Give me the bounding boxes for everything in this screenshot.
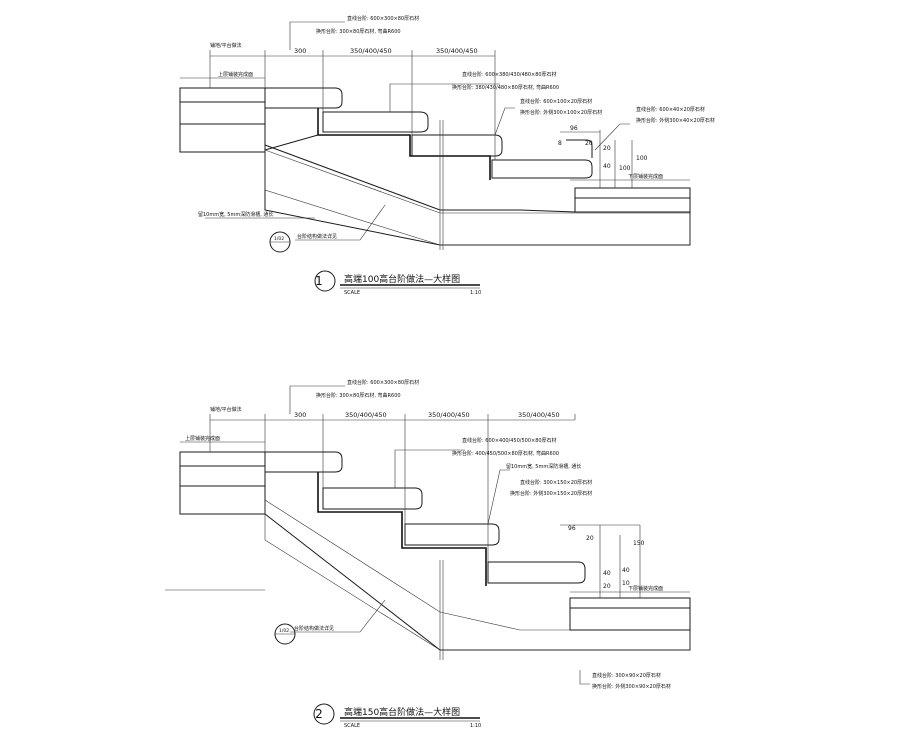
callout: 直线台阶: 600×100×20厚石材 — [520, 98, 592, 105]
upper-paving-layer — [179, 87, 266, 103]
dim-top-3: 350/400/450 — [436, 47, 478, 55]
callout: 换形台阶: 380/430/480×80厚石材, 弯曲R600 — [452, 84, 559, 91]
lower-base-layer — [569, 607, 691, 631]
callout: 直线台阶: 600×380/430/480×80厚石材 — [462, 71, 557, 78]
dim-top-2: 350/400/450 — [345, 411, 387, 419]
callout: 台阶结构做法详见 — [294, 625, 334, 632]
detail-title: 高端150高台阶做法—大样图 — [344, 706, 460, 718]
callout: 直线台阶: 600×300×80厚石材 — [347, 379, 419, 386]
dim-side: 100 — [636, 155, 648, 162]
lower-paving-label: 下层铺装完成面 — [628, 173, 663, 180]
upper-gravel-layer — [179, 123, 266, 153]
callout: 直线台阶: 600×40×20厚石材 — [636, 106, 705, 113]
lower-paving-layer — [574, 187, 691, 199]
step-tread-2 — [322, 111, 429, 133]
dim-top-4: 350/400/450 — [518, 411, 560, 419]
callout: 直线台阶: 600×300×80厚石材 — [347, 15, 419, 22]
callout: 直线台阶: 300×150×20厚石材 — [520, 479, 592, 486]
upper-base-layer — [179, 101, 266, 125]
dim-side: 40 — [622, 567, 630, 574]
upper-paving-label: 上层铺装完成面 — [218, 71, 253, 78]
upper-gravel-layer — [179, 485, 266, 515]
slab-top — [264, 144, 690, 213]
dim-top-1: 300 — [294, 411, 306, 419]
detail-title: 高端100高台阶做法—大样图 — [344, 273, 460, 285]
detail-number: 2 — [315, 707, 323, 721]
dim-side: 40 — [603, 163, 611, 170]
callout: 直线台阶: 300×90×20厚石材 — [592, 672, 661, 679]
scale-value: 1:10 — [470, 290, 481, 296]
callout: 换形台阶: 外侧300×150×20厚石材 — [510, 490, 592, 497]
callout: 换形台阶: 外侧300×100×20厚石材 — [520, 109, 602, 116]
scale-label: SCALE — [344, 290, 360, 296]
dim-side: 96 — [568, 525, 576, 532]
detail-2 — [165, 385, 691, 725]
detail-2-text: 2 高端150高台阶做法—大样图 SCALE 1:10 300 350/400/… — [185, 379, 671, 729]
step-tread-2 — [322, 487, 423, 510]
step-tread-1 — [264, 87, 343, 109]
detail-number: 1 — [315, 274, 323, 288]
callout: 留10mm宽, 5mm深防滑槽, 通长 — [198, 211, 273, 218]
dim-side: 10 — [622, 580, 630, 587]
step-tread-4 — [491, 159, 593, 179]
dim-side: 8 — [558, 140, 562, 147]
detail-1 — [179, 21, 691, 292]
scale-label: SCALE — [344, 723, 360, 729]
dim-top-3: 350/400/450 — [428, 411, 470, 419]
lower-paving-label: 下层铺装完成面 — [628, 585, 663, 592]
callout: 直线台阶: 600×400/450/500×80厚石材 — [462, 437, 557, 444]
callout: 换形台阶: 外侧300×40×20厚石材 — [636, 117, 715, 124]
callout: 换形台阶: 400/450/500×80厚石材, 弯曲R600 — [452, 450, 559, 457]
dim-top-1: 300 — [294, 47, 306, 55]
dim-side: 96 — [570, 125, 578, 132]
dim-side: 20 — [603, 583, 611, 590]
callout: 换形台阶: 外侧300×90×20厚石材 — [592, 683, 671, 690]
dim-side: 100 — [619, 165, 631, 172]
riser-line — [317, 108, 491, 180]
dim-side: 40 — [603, 570, 611, 577]
dim-side: 20 — [585, 140, 593, 147]
detail-number-circle-2 — [313, 703, 335, 725]
ref-tag: 1/02 — [279, 628, 289, 634]
left-label: 铺地/平台做法 — [210, 406, 242, 413]
callout: 留10mm宽, 5mm深防滑槽, 通长 — [506, 463, 581, 470]
ref-tag: 1/02 — [274, 236, 284, 242]
gravel-base — [264, 149, 691, 246]
upper-base-layer — [179, 465, 266, 487]
step-tread-4 — [487, 561, 586, 584]
riser-line — [317, 472, 487, 586]
dim-side: 150 — [633, 540, 645, 547]
upper-paving-label: 上层铺装完成面 — [185, 435, 220, 442]
lower-base-layer — [574, 197, 691, 213]
callout: 台阶结构做法详见 — [297, 233, 337, 240]
dim-top-2: 350/400/450 — [350, 47, 392, 55]
left-label: 铺地/平台做法 — [210, 42, 242, 49]
riser-stone — [566, 139, 593, 158]
step-tread-3 — [411, 134, 503, 157]
upper-paving-layer — [179, 451, 266, 467]
detail-1-text: 1 高端100高台阶做法—大样图 SCALE 1:10 300 350/400/… — [198, 15, 715, 296]
dim-side: 20 — [586, 535, 594, 542]
callout: 换形台阶: 300×80厚石材, 弯曲R600 — [316, 392, 401, 399]
scale-value: 1:10 — [470, 723, 481, 729]
step-tread-1 — [264, 451, 343, 473]
dim-side: 20 — [603, 145, 611, 152]
detail-number-circle-1 — [314, 270, 336, 292]
step-tread-3 — [404, 523, 500, 546]
callout: 换形台阶: 300×80厚石材, 弯曲R600 — [316, 28, 401, 35]
lower-paving-layer — [569, 597, 691, 609]
